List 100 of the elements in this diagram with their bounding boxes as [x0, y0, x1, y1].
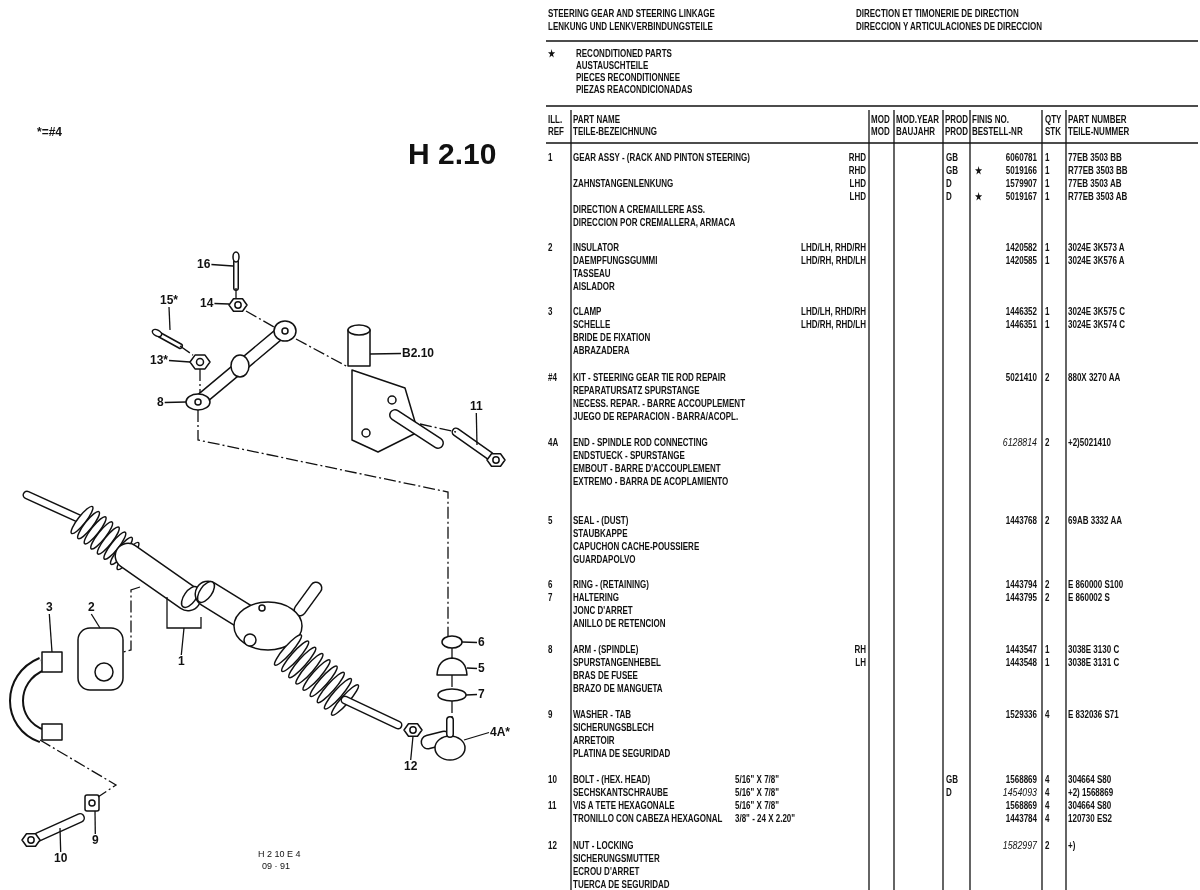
model-spec: LHD — [849, 178, 866, 189]
ref-number: 6 — [548, 579, 553, 590]
part-name: DIRECCION POR CREMALLERA, ARMACA — [573, 217, 736, 228]
part-name: EMBOUT - BARRE D'ACCOUPLEMENT — [573, 463, 721, 474]
column-header: BAUJAHR — [896, 126, 936, 137]
part-number: E 860002 S — [1068, 592, 1110, 603]
callout-number: 8 — [157, 396, 164, 409]
steering-rack-drawing — [22, 490, 403, 730]
assembly-line — [179, 345, 194, 356]
callout-number: 12 — [404, 760, 418, 773]
part-number: 77EB 3503 AB — [1068, 178, 1122, 189]
assembly-line — [295, 338, 349, 368]
part-name: BRAZO DE MANGUETA — [573, 683, 663, 694]
bolt-drawing — [451, 427, 506, 467]
column-header: PART NUMBER — [1068, 114, 1127, 125]
legend-text: AUSTAUSCHTEILE — [576, 60, 649, 71]
finis-number: 1568869 — [1005, 800, 1037, 811]
column-header: PROD — [945, 126, 969, 137]
column-header: TEILE-BEZEICHNUNG — [573, 126, 657, 137]
quantity: 4 — [1045, 787, 1050, 798]
finis-number: 1454093 — [1002, 787, 1037, 798]
size-spec: 5/16" X 7/8" — [735, 774, 780, 785]
model-spec: LH — [855, 657, 866, 668]
leader-line — [59, 827, 62, 853]
quantity: 1 — [1045, 152, 1050, 163]
tab-washer-drawing — [84, 794, 100, 812]
ref-number: 1 — [548, 152, 553, 163]
clamp-drawing — [9, 651, 63, 743]
quantity: 4 — [1045, 800, 1050, 811]
part-name: PLATINA DE SEGURIDAD — [573, 748, 671, 759]
assembly-line — [245, 310, 275, 328]
finis-number: 5019166 — [1005, 165, 1037, 176]
size-spec: 5/16" X 7/8" — [735, 800, 780, 811]
ref-number: 4A — [548, 437, 559, 448]
leader-line — [168, 306, 171, 331]
ref-number: 5 — [548, 515, 553, 526]
part-name: KIT - STEERING GEAR TIE ROD REPAIR — [573, 372, 726, 383]
part-number: 69AB 3332 AA — [1068, 515, 1122, 526]
part-name: AISLADOR — [573, 281, 615, 292]
cotter-pin-drawing — [232, 251, 240, 291]
finis-number: 1529336 — [1005, 709, 1037, 720]
legend-text: PIEZAS REACONDICIONADAS — [576, 84, 693, 95]
finis-number: 5019167 — [1005, 191, 1037, 202]
part-name: ARM - (SPINDLE) — [573, 644, 639, 655]
quantity: 1 — [1045, 242, 1050, 253]
callout-number: 11 — [470, 400, 483, 413]
part-name: RING - (RETAINING) — [573, 579, 649, 590]
reconditioned-symbol: ★ — [548, 48, 556, 59]
leader-line — [213, 302, 230, 305]
quantity: 1 — [1045, 657, 1050, 668]
part-name: REPARATURSATZ SPURSTANGE — [573, 385, 700, 396]
part-name: TASSEAU — [573, 268, 611, 279]
production-code: D — [946, 178, 952, 189]
part-name: END - SPINDLE ROD CONNECTING — [573, 437, 708, 448]
callout-number: 6 — [478, 636, 485, 649]
part-name: ARRETOIR — [573, 735, 615, 746]
ref-number: 12 — [548, 840, 557, 851]
part-name: INSULATOR — [573, 242, 619, 253]
note: *=#4 — [37, 126, 63, 139]
part-number: R77EB 3503 BB — [1068, 165, 1128, 176]
part-number: R77EB 3503 AB — [1068, 191, 1128, 202]
quantity: 1 — [1045, 165, 1050, 176]
ring-drawing — [441, 635, 463, 649]
quantity: 1 — [1045, 644, 1050, 655]
callout-number: 15* — [160, 294, 179, 307]
finis-number: 1420582 — [1005, 242, 1037, 253]
leader-line — [410, 735, 414, 761]
column-header: QTY — [1045, 114, 1062, 125]
callout-number: 4A* — [490, 726, 510, 739]
bolt-drawing — [21, 813, 85, 847]
nut-drawing — [403, 723, 423, 737]
column-header: BESTELL-NR — [972, 126, 1023, 137]
tie-rod-end-drawing — [420, 716, 466, 761]
finis-number: 5021410 — [1005, 372, 1037, 383]
column-header: PART NAME — [573, 114, 620, 125]
part-name: BRAS DE FUSEE — [573, 670, 638, 681]
ref-number: 8 — [548, 644, 553, 655]
part-name: WASHER - TAB — [573, 709, 632, 720]
assembly-line — [451, 700, 453, 721]
part-name: DIRECTION A CREMAILLERE ASS. — [573, 204, 705, 215]
reconditioned-symbol: ★ — [975, 191, 983, 202]
column-header: MOD — [871, 126, 890, 137]
section-title: DIRECTION ET TIMONERIE DE DIRECTION — [856, 8, 1019, 19]
quantity: 1 — [1045, 255, 1050, 266]
part-number: 3024E 3K576 A — [1068, 255, 1125, 266]
callout-number: 16 — [197, 258, 211, 271]
finis-number: 1446351 — [1005, 319, 1037, 330]
part-number: +2) 1568869 — [1068, 787, 1114, 798]
callout-number: 14 — [200, 297, 214, 310]
part-number: 3024E 3K575 C — [1068, 306, 1125, 317]
ref-number: 3 — [548, 306, 553, 317]
part-number: 880X 3270 AA — [1068, 372, 1121, 383]
quantity: 1 — [1045, 319, 1050, 330]
column-header: TEILE-NUMMER — [1068, 126, 1130, 137]
quantity: 2 — [1045, 515, 1050, 526]
callout-number: 7 — [478, 688, 485, 701]
ring-drawing — [437, 688, 467, 702]
model-spec: LHD/LH, RHD/RH — [801, 306, 866, 317]
callout-number: 13* — [150, 354, 169, 367]
column-header: REF — [548, 126, 564, 137]
